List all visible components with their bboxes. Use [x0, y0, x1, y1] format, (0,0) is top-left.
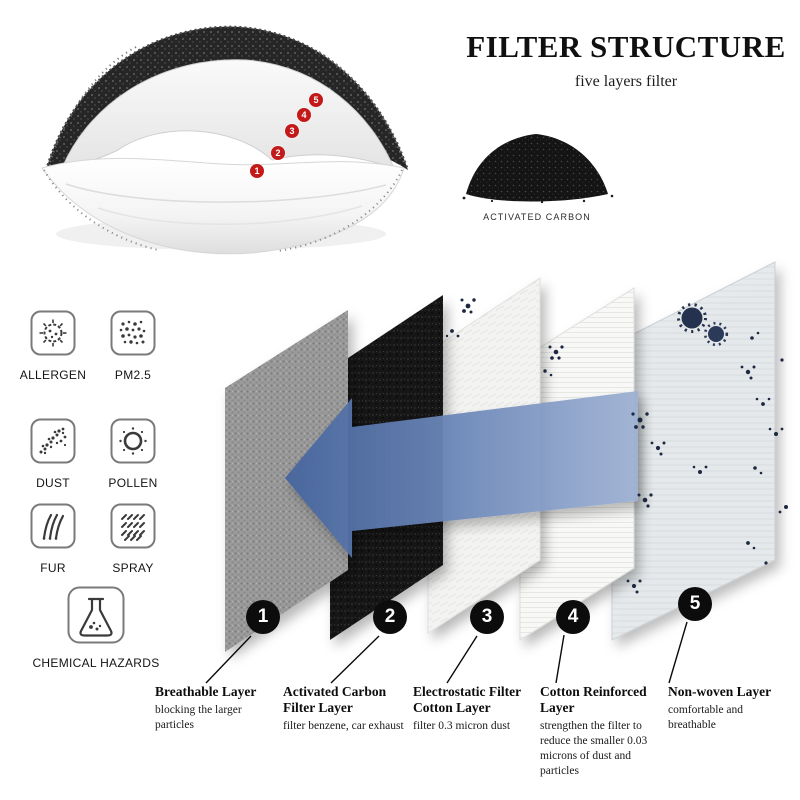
fur-icon [30, 503, 76, 549]
layer-name-4: Cotton Reinforced Layer [540, 684, 647, 716]
layer-name-5: Non-woven Layer [668, 684, 772, 699]
hazard-allergen: ALLERGEN [19, 310, 87, 382]
layer-description-5: comfortable and breathable [668, 704, 744, 732]
hazard-label-fur: FUR [40, 561, 66, 575]
layer-sheet-1 [225, 310, 348, 652]
hazard-pollen: POLLEN [102, 418, 164, 490]
layer-description-3: filter 0.3 micron dust [413, 720, 511, 733]
hazard-label-pm25: PM2.5 [114, 368, 152, 382]
dust-icon [30, 418, 76, 464]
hazard-label-chemical: CHEMICAL HAZARDS [32, 656, 160, 670]
mask-layer-marker-2: 2 [271, 146, 285, 160]
layer-number-badge-2: 2 [373, 600, 407, 634]
hazard-label-dust: DUST [36, 476, 70, 490]
particle-clusters [445, 298, 788, 594]
layer-number-badge-3: 3 [470, 600, 504, 634]
layer-description-4: strengthen the filter to reduce the smal… [540, 720, 648, 778]
hazard-fur: FUR [22, 503, 84, 575]
hazard-label-spray: SPRAY [112, 561, 154, 575]
hazard-pm25: PM2.5 [102, 310, 164, 382]
airflow-arrow [285, 391, 638, 558]
virus-icon [677, 303, 729, 347]
mask-layer-marker-5: 5 [309, 93, 323, 107]
layer-name-2: Activated Carbon Filter Layer [283, 684, 387, 716]
chemical-hazards-icon [67, 586, 125, 644]
mask-photo [41, 25, 409, 255]
layer-caption-4: Cotton Reinforced Layer strengthen the f… [540, 684, 662, 779]
layer-name-1: Breathable Layer [155, 684, 257, 699]
carbon-pile-image [462, 134, 614, 204]
hazard-dust: DUST [22, 418, 84, 490]
layer-number-badge-1: 1 [246, 600, 280, 634]
hazard-label-pollen: POLLEN [108, 476, 158, 490]
layer-description-2: filter benzene, car exhaust [283, 720, 404, 733]
page-subtitle: five layers filter [574, 73, 678, 91]
mask-layer-marker-1: 1 [250, 164, 264, 178]
mask-layer-marker-3: 3 [285, 124, 299, 138]
layer-caption-1: Breathable Layer blocking the larger par… [155, 684, 277, 733]
carbon-label: ACTIVATED CARBON [483, 212, 591, 222]
header: FILTER STRUCTURE five layers filter [458, 29, 794, 91]
hazard-spray: SPRAY [102, 503, 164, 575]
allergen-icon [30, 310, 76, 356]
pollen-icon [110, 418, 156, 464]
layer-caption-2: Activated Carbon Filter Layer filter ben… [283, 684, 405, 734]
layer-number-badge-5: 5 [678, 587, 712, 621]
layer-caption-5: Non-woven Layer comfortable and breathab… [668, 684, 792, 733]
hazard-chemical: CHEMICAL HAZARDS [8, 586, 184, 670]
layer-caption-3: Electrostatic Filter Cotton Layer filter… [413, 684, 537, 734]
layer-description-1: blocking the larger particles [155, 704, 242, 732]
mask-layer-marker-4: 4 [297, 108, 311, 122]
leader-lines [205, 621, 688, 684]
layer-name-3: Electrostatic Filter Cotton Layer [413, 684, 521, 716]
page-title: FILTER STRUCTURE [466, 29, 786, 64]
spray-icon [110, 503, 156, 549]
pm25-icon [110, 310, 156, 356]
hazard-label-allergen: ALLERGEN [19, 368, 87, 382]
layer-number-badge-4: 4 [556, 600, 590, 634]
activated-carbon-figure: ACTIVATED CARBON [452, 118, 622, 222]
